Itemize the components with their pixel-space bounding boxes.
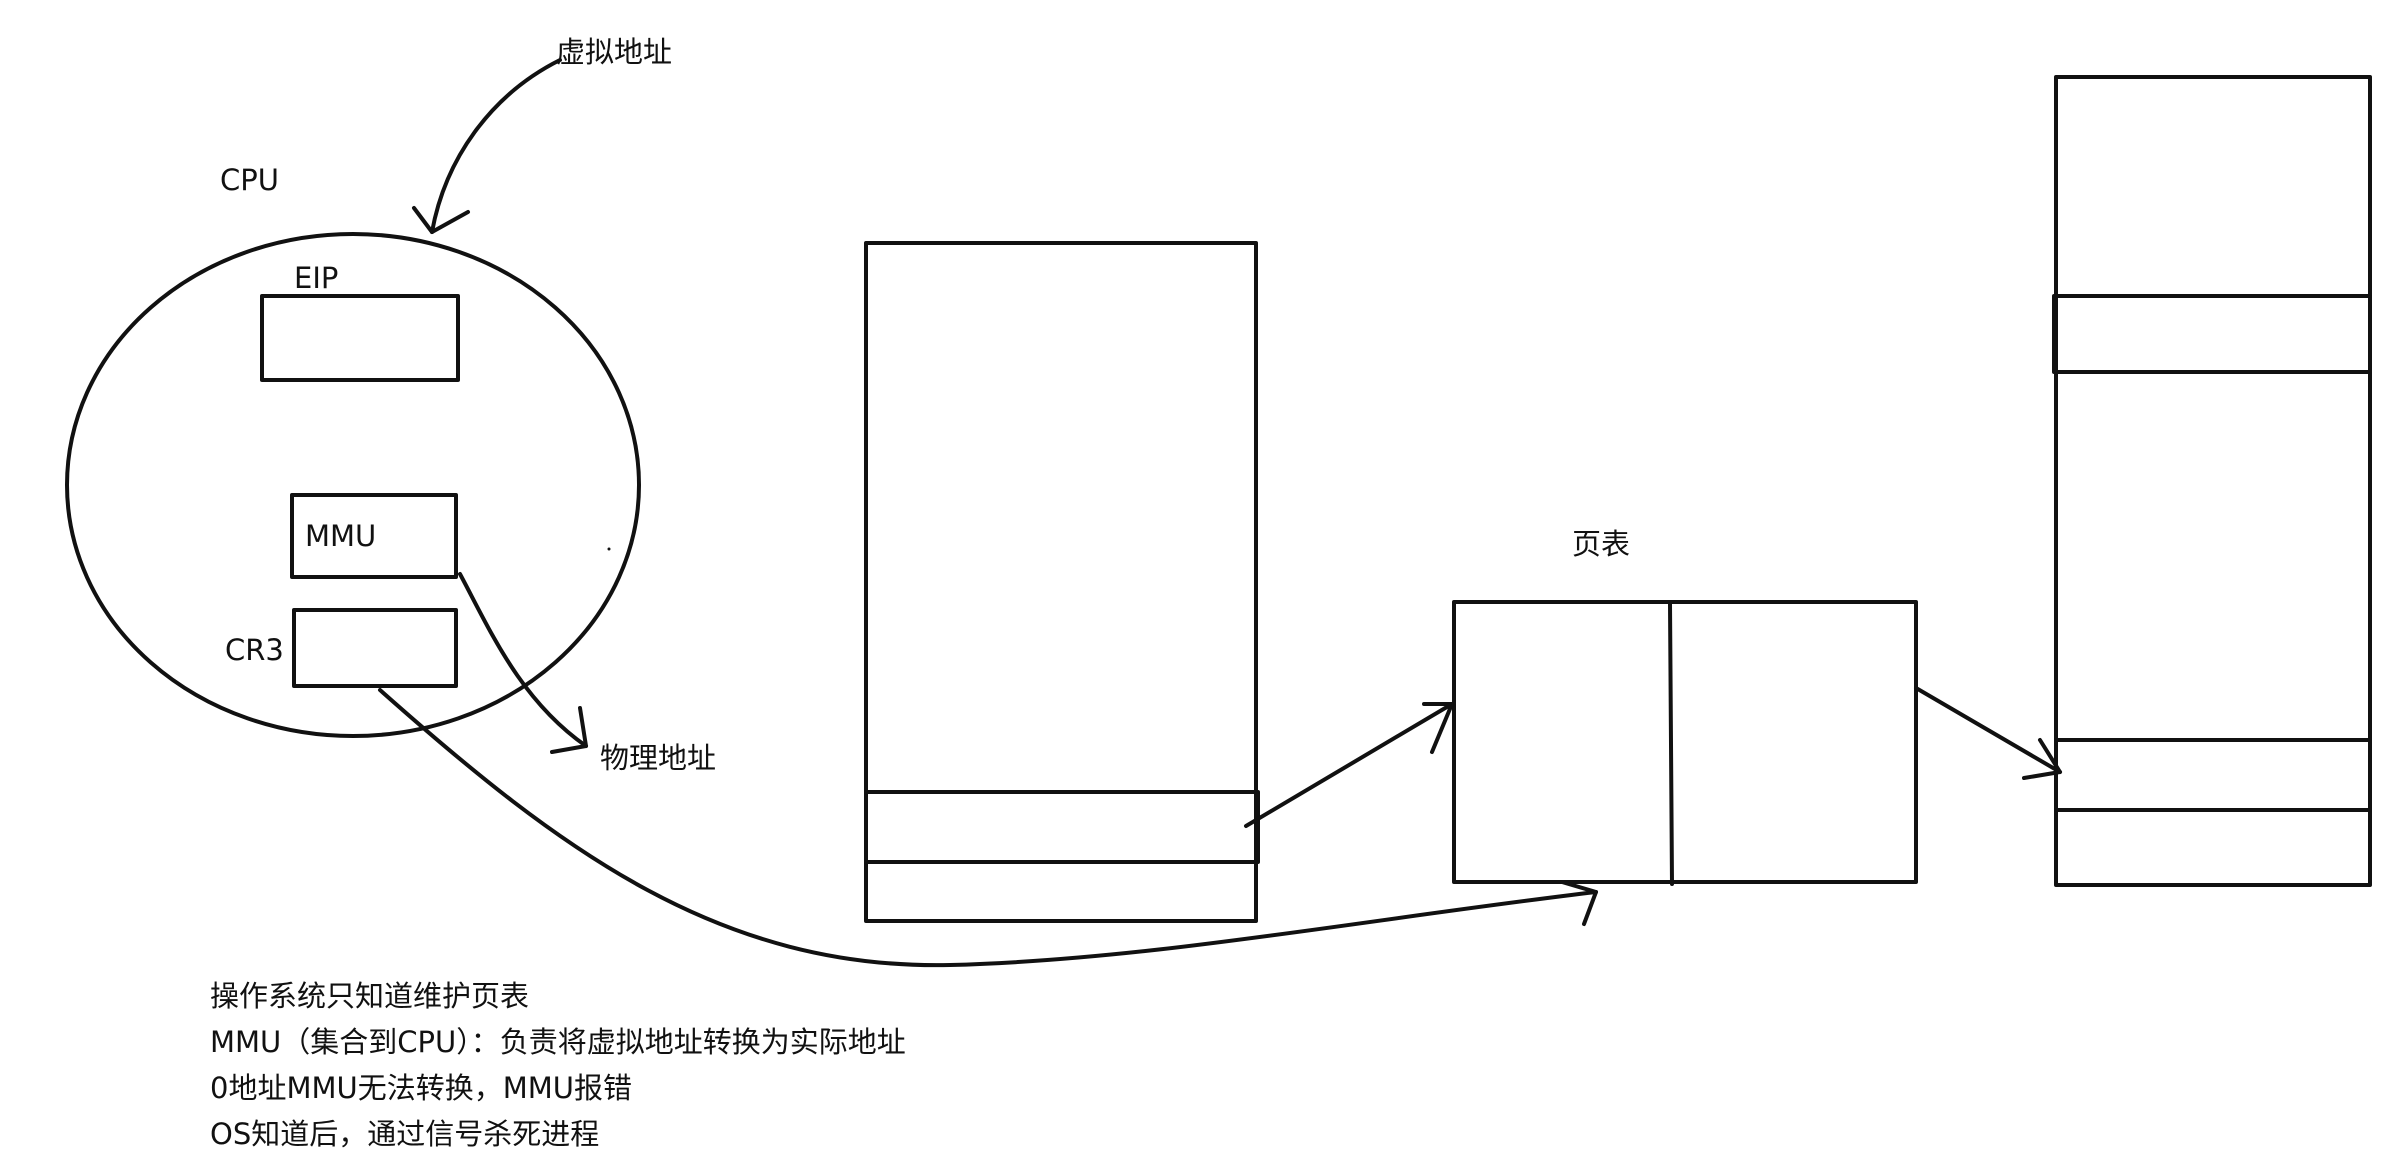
- mmu-box: [290, 493, 458, 579]
- eip-label: EIP: [294, 261, 339, 295]
- note-line: 操作系统只知道维护页表: [210, 979, 530, 1013]
- vm-to-page-table-arrow: [1244, 702, 1454, 828]
- mmu-label: MMU: [305, 519, 377, 553]
- virtual-address-arrowhead: [412, 206, 470, 234]
- physical-memory-upper-row: [2052, 294, 2372, 374]
- virtual-memory-highlight-row: [864, 790, 1260, 864]
- cr3-register-box: [292, 608, 458, 688]
- cpu-label: CPU: [220, 163, 279, 197]
- notes-block: 操作系统只知道维护页表 MMU（集合到CPU）：负责将虚拟地址转换为实际地址 0…: [210, 973, 906, 1157]
- virtual-address-arrow: [430, 58, 562, 234]
- note-line: 0地址MMU无法转换，MMU报错: [210, 1071, 632, 1105]
- page-table-label: 页表: [1572, 527, 1631, 561]
- physical-address-label: 物理地址: [600, 741, 717, 775]
- page-table-box: [1452, 600, 1918, 884]
- virtual-memory-column: [864, 241, 1258, 923]
- physical-memory-lower-row: [2054, 738, 2372, 812]
- stray-dot: [607, 547, 611, 551]
- physical-memory-column: [2054, 75, 2372, 887]
- cr3-to-page-table-arrowhead: [1560, 880, 1598, 926]
- cpu-ellipse: [65, 232, 641, 738]
- physical-address-arrowhead: [550, 706, 588, 754]
- page-table-to-physical-arrowhead: [2022, 738, 2062, 780]
- virtual-address-label: 虚拟地址: [556, 35, 673, 69]
- cr3-label: CR3: [225, 633, 284, 667]
- page-table-to-physical-arrow: [1914, 686, 2062, 774]
- note-line: OS知道后，通过信号杀死进程: [210, 1117, 600, 1151]
- note-line: MMU（集合到CPU）：负责将虚拟地址转换为实际地址: [210, 1025, 906, 1059]
- physical-address-arrow: [458, 572, 588, 748]
- eip-register-box: [260, 294, 460, 382]
- vm-to-page-table-arrowhead: [1422, 702, 1454, 754]
- page-table-divider: [1668, 602, 1674, 886]
- cr3-to-page-table-arrow: [378, 688, 1598, 968]
